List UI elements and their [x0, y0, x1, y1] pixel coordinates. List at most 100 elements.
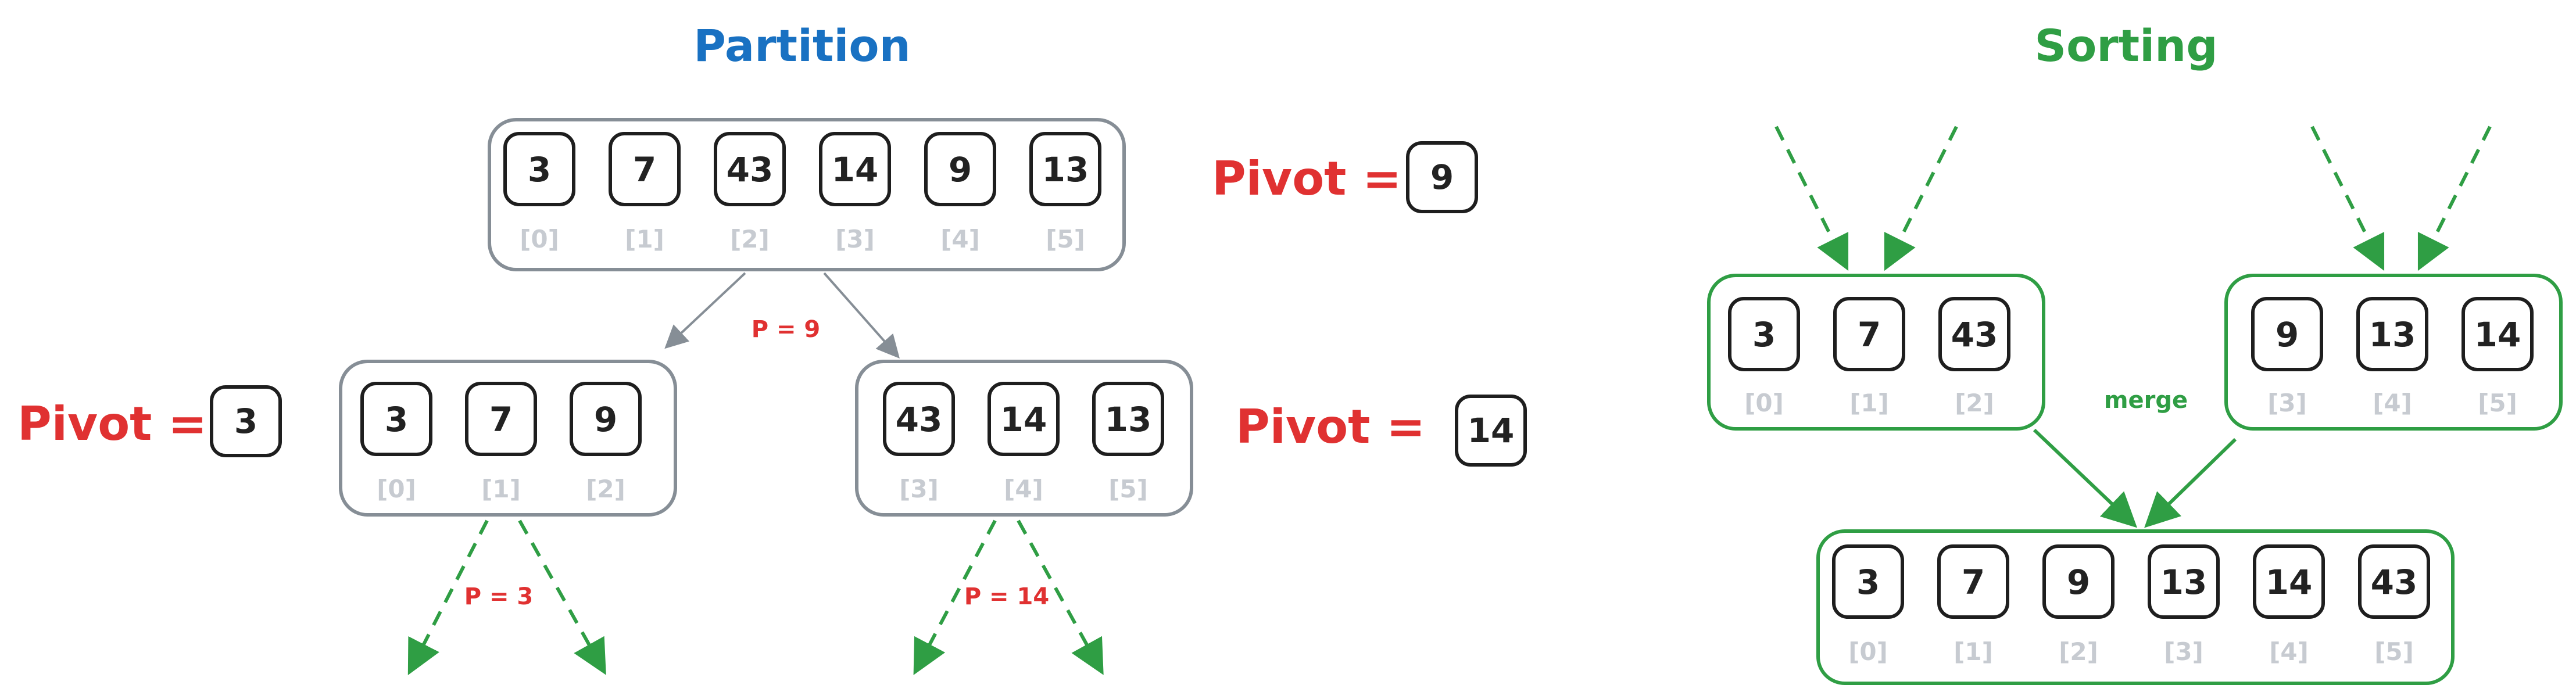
edge-label-root: P = 9: [752, 316, 821, 343]
cell-value: 43: [727, 150, 774, 189]
array-cell: [924, 132, 996, 206]
cell-index: [5]: [1108, 475, 1148, 503]
recursion-arrow-right-1: [913, 519, 997, 675]
cell-index: [3]: [2164, 637, 2203, 666]
cell-value: 7: [1962, 562, 1985, 602]
cell-index: [4]: [940, 225, 980, 253]
edge-label-left: P = 3: [464, 583, 534, 610]
cell-value: 3: [385, 400, 408, 439]
pivot-label-right: Pivot =: [1236, 400, 1425, 454]
pivot-label-root: Pivot =: [1212, 152, 1401, 206]
cell-index: [2]: [730, 225, 770, 253]
cell-value: 9: [2067, 562, 2090, 602]
recursion-arrow-left-1: [407, 519, 489, 676]
sorting-right-array: 9 [3] 13 [4] 14 [5]: [2251, 297, 2534, 417]
array-cell: [2253, 544, 2325, 619]
merge-label: merge: [2104, 387, 2188, 414]
cell-index: [2]: [2059, 637, 2098, 666]
array-cell: [1937, 544, 2009, 619]
merge-arrow-right: [2144, 438, 2237, 528]
partition-root-container: [488, 118, 1126, 271]
cell-index: [0]: [1744, 389, 1784, 417]
partition-left-array: 3 [0] 7 [1] 9 [2]: [360, 382, 642, 503]
cell-value: 13: [2369, 315, 2416, 354]
array-cell: [2461, 297, 2534, 371]
cell-index: [2]: [1955, 389, 1994, 417]
pivot-label-left: Pivot =: [17, 397, 207, 451]
array-cell: [1832, 544, 1904, 619]
array-cell: [570, 382, 642, 456]
edge-label-right: P = 14: [964, 583, 1049, 610]
incoming-arrow-left-1: [1774, 126, 1849, 271]
partition-right-array: 43 [3] 14 [4] 13 [5]: [883, 382, 1164, 503]
cell-index: [4]: [2373, 389, 2412, 417]
cell-index: [5]: [2374, 637, 2414, 666]
array-cell: [2356, 297, 2428, 371]
array-cell: [2148, 544, 2220, 619]
sorting-merged-container: [1816, 529, 2455, 685]
sorting-left-array: 3 [0] 7 [1] 43 [2]: [1728, 297, 2010, 417]
cell-index: [4]: [1004, 475, 1043, 503]
cell-index: [5]: [2478, 389, 2517, 417]
array-cell: [883, 382, 955, 456]
cell-index: [1]: [1849, 389, 1889, 417]
partition-arrow-right: [823, 272, 900, 359]
cell-value: 14: [2266, 562, 2313, 602]
sorting-left-container: [1707, 274, 2045, 431]
pivot-value-root: 9: [1430, 157, 1454, 197]
cell-index: [1]: [481, 475, 521, 503]
cell-index: [4]: [2269, 637, 2309, 666]
cell-index: [3]: [2267, 389, 2307, 417]
partition-right-container: [855, 360, 1193, 517]
pivot-box-right: [1455, 395, 1527, 467]
cell-index: [1]: [625, 225, 664, 253]
cell-index: [5]: [1046, 225, 1085, 253]
cell-index: [1]: [1954, 637, 1993, 666]
cell-value: 13: [1105, 400, 1152, 439]
cell-value: 3: [1856, 562, 1880, 602]
cell-index: [0]: [520, 225, 559, 253]
cell-value: 7: [1858, 315, 1881, 354]
pivot-box-root: [1406, 141, 1478, 213]
array-cell: [714, 132, 786, 206]
pivot-value-right: 14: [1468, 411, 1515, 450]
cell-value: 43: [1951, 315, 1998, 354]
cell-index: [2]: [586, 475, 625, 503]
array-cell: [819, 132, 891, 206]
array-cell: [2042, 544, 2115, 619]
array-cell: [2358, 544, 2430, 619]
cell-value: 43: [896, 400, 943, 439]
incoming-arrow-right-2: [2417, 126, 2492, 271]
array-cell: [988, 382, 1060, 456]
cell-value: 43: [2371, 562, 2418, 602]
array-cell: [503, 132, 575, 206]
array-cell: [1029, 132, 1101, 206]
incoming-arrow-left-2: [1884, 126, 1958, 271]
cell-value: 14: [1000, 400, 1047, 439]
array-cell: [465, 382, 537, 456]
sorting-merged-array: 3 [0] 7 [1] 9 [2] 13 [3] 14 [4] 43 [5]: [1832, 544, 2430, 666]
cell-index: [3]: [835, 225, 875, 253]
cell-value: 9: [2276, 315, 2299, 354]
cell-value: 13: [1042, 150, 1089, 189]
sorting-right-container: [2224, 274, 2563, 431]
partition-title: Partition: [693, 20, 911, 71]
array-cell: [1833, 297, 1905, 371]
incoming-arrow-right-1: [2310, 126, 2385, 271]
array-cell: [2251, 297, 2323, 371]
cell-value: 9: [594, 400, 617, 439]
pivot-value-left: 3: [234, 402, 257, 441]
cell-value: 7: [489, 400, 513, 439]
pivot-box-left: [210, 385, 282, 457]
cell-index: [3]: [899, 475, 939, 503]
recursion-arrow-left-2: [518, 519, 606, 675]
cell-value: 7: [633, 150, 656, 189]
cell-index: [0]: [1848, 637, 1888, 666]
array-cell: [1092, 382, 1164, 456]
array-cell: [360, 382, 432, 456]
cell-value: 14: [2474, 315, 2521, 354]
cell-value: 9: [949, 150, 972, 189]
sorting-title: Sorting: [2034, 20, 2217, 71]
